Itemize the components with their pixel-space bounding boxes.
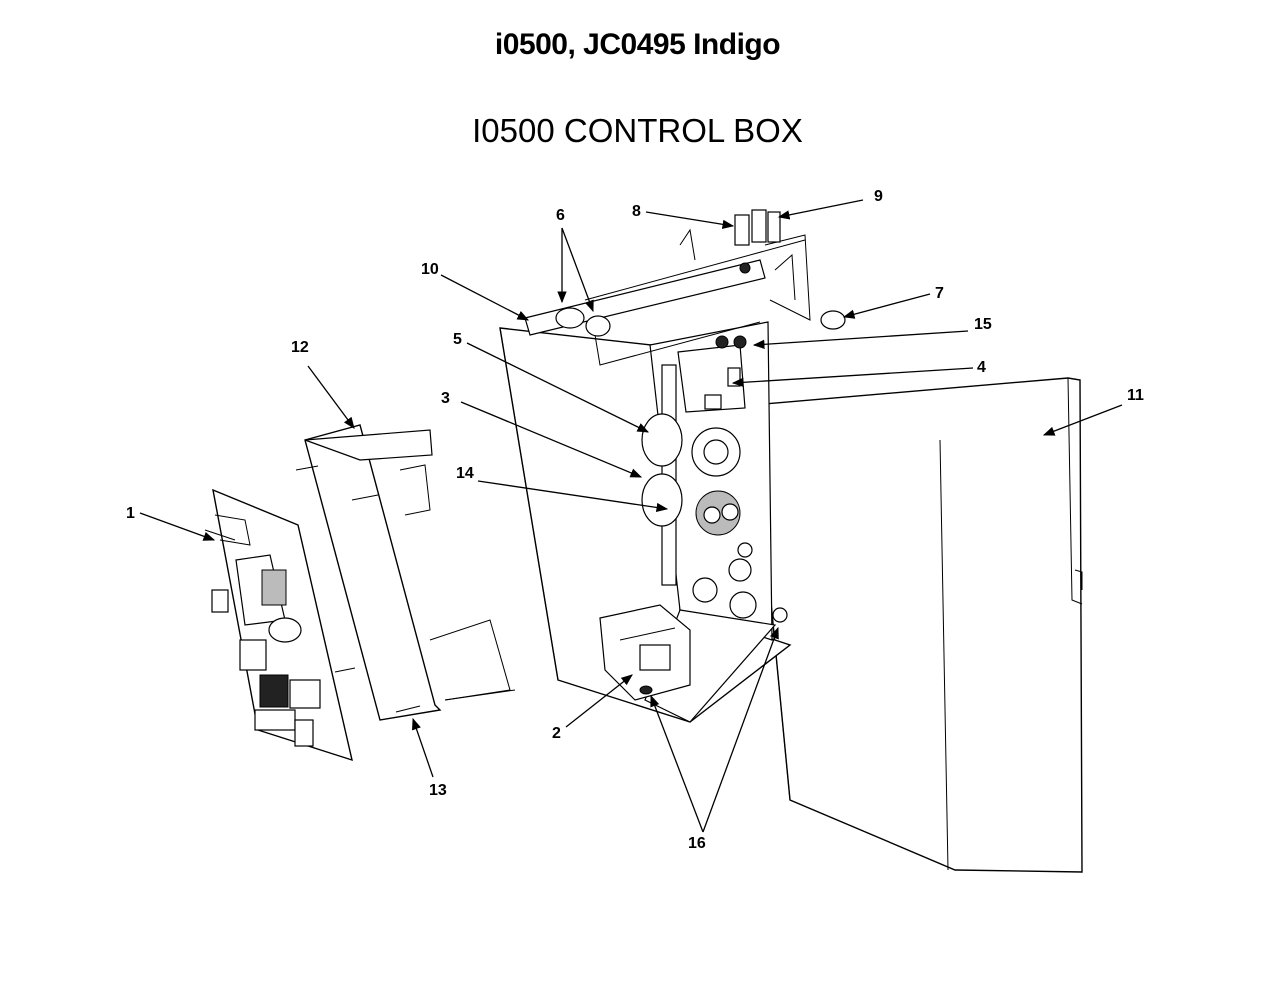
relay-module	[677, 335, 747, 413]
callout-4: 4	[977, 359, 986, 376]
callout-1: 1	[126, 505, 135, 522]
standoff-screws	[295, 465, 421, 713]
callout-14: 14	[456, 465, 474, 482]
callout-7: 7	[935, 285, 944, 302]
capacitor-fittings	[641, 364, 788, 623]
callout-leaders	[139, 199, 1123, 833]
callout-labels: 1 2 3 4 5 6 7 8 9 10 11 12 13 14 15 16	[126, 188, 1144, 852]
callout-16: 16	[688, 835, 706, 852]
cover-panel	[751, 377, 1083, 873]
callout-6: 6	[556, 207, 565, 224]
control-circuit-board	[204, 488, 353, 762]
callout-15: 15	[974, 316, 992, 333]
top-heater-assembly	[555, 209, 846, 337]
callout-3: 3	[441, 390, 450, 407]
callout-9: 9	[874, 188, 883, 205]
callout-5: 5	[453, 331, 462, 348]
callout-11: 11	[1127, 387, 1144, 404]
pcb-shield-bracket	[304, 424, 516, 721]
diagram-subtitle: I0500 CONTROL BOX	[472, 112, 803, 149]
callout-8: 8	[632, 203, 641, 220]
callout-10: 10	[421, 261, 439, 278]
callout-2: 2	[552, 725, 561, 742]
callout-13: 13	[429, 782, 447, 799]
diagram-title: i0500, JC0495 Indigo	[494, 28, 781, 61]
callout-12: 12	[291, 339, 309, 356]
